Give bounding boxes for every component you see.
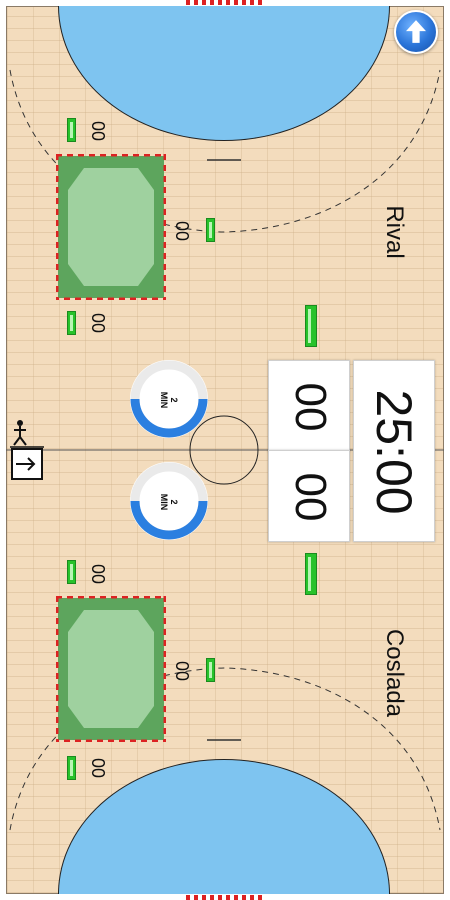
suspension-timer-bottom[interactable] [126, 458, 212, 544]
bottom-goal-lower-indicator [67, 756, 76, 780]
suspension-timer-top[interactable] [126, 356, 212, 442]
top-goal-inner-indicator [206, 218, 215, 242]
up-button[interactable] [394, 10, 438, 54]
score-panel-bottom: 00 [268, 450, 350, 542]
score-bottom-team[interactable]: 00 [286, 472, 335, 522]
top-team-possession-indicator [305, 305, 317, 347]
exit-button[interactable] [10, 415, 44, 485]
arrow-up-icon [406, 20, 426, 43]
timer-panel[interactable]: 25:00 [353, 360, 435, 542]
top-goal-button[interactable] [53, 151, 169, 303]
bottom-team-possession-indicator [305, 553, 317, 595]
top-goal-upper-count[interactable]: 00 [88, 120, 108, 142]
exit-door-icon [10, 420, 44, 480]
bottom-goal-lower-count[interactable]: 00 [88, 757, 108, 779]
bottom-goal-upper-indicator [67, 560, 76, 584]
bottom-edge-marker [186, 895, 266, 900]
team-name-bottom[interactable]: Coslada [381, 628, 408, 718]
bottom-goal-button[interactable] [53, 593, 169, 745]
bottom-goal-inner-indicator [206, 658, 215, 682]
suspension-label-bottom: 2 MIN [159, 493, 179, 511]
top-edge-marker [186, 0, 266, 5]
top-goal-upper-indicator [67, 118, 76, 142]
suspension-label-top: 2 MIN [159, 391, 179, 409]
top-goal-lower-count[interactable]: 00 [88, 312, 108, 334]
team-name-top[interactable]: Rival [381, 205, 408, 259]
bottom-goal-inner-count[interactable]: 00 [172, 660, 192, 682]
match-timer: 25:00 [366, 389, 422, 515]
top-goal-inner-count[interactable]: 00 [172, 220, 192, 242]
bottom-goal-upper-count[interactable]: 00 [88, 563, 108, 585]
top-goal-lower-indicator [67, 311, 76, 335]
